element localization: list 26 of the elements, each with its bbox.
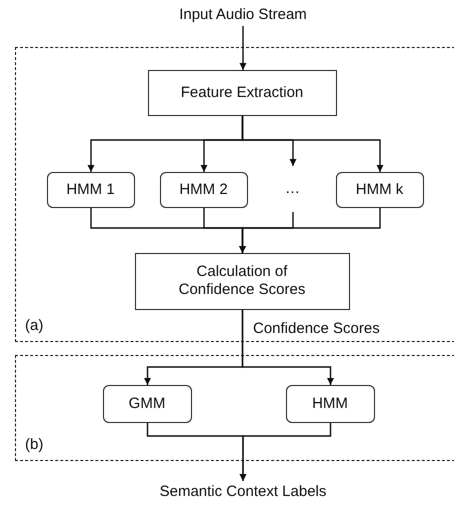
arrow: [242, 116, 384, 172]
model-box: [160, 172, 248, 208]
model-box: [102, 384, 192, 422]
box-label: Feature Extraction: [180, 84, 304, 102]
box-label: GMM: [128, 394, 166, 412]
flow-text: …: [285, 180, 300, 198]
arrow: [242, 310, 334, 385]
box-label: HMM k: [356, 180, 404, 198]
group-label: (b): [25, 436, 44, 454]
arrow: [239, 208, 381, 253]
box-label: HMM 1: [66, 180, 115, 198]
box-label: Calculation of Confidence Scores: [178, 263, 306, 299]
model-box: [336, 172, 424, 208]
flow-text: Semantic Context Labels: [160, 483, 326, 501]
process-box: [148, 70, 336, 116]
process-box: [134, 252, 350, 310]
group-label: (a): [25, 317, 44, 335]
dashed-group: [15, 355, 454, 461]
arrow: [240, 423, 332, 481]
flow-text: Input Audio Stream: [179, 6, 307, 24]
model-box: [286, 384, 374, 422]
box-label: HMM 2: [179, 180, 228, 198]
dashed-group: [15, 47, 454, 342]
model-box: [46, 172, 134, 208]
box-label: HMM: [312, 394, 348, 412]
arrow: [240, 26, 246, 70]
